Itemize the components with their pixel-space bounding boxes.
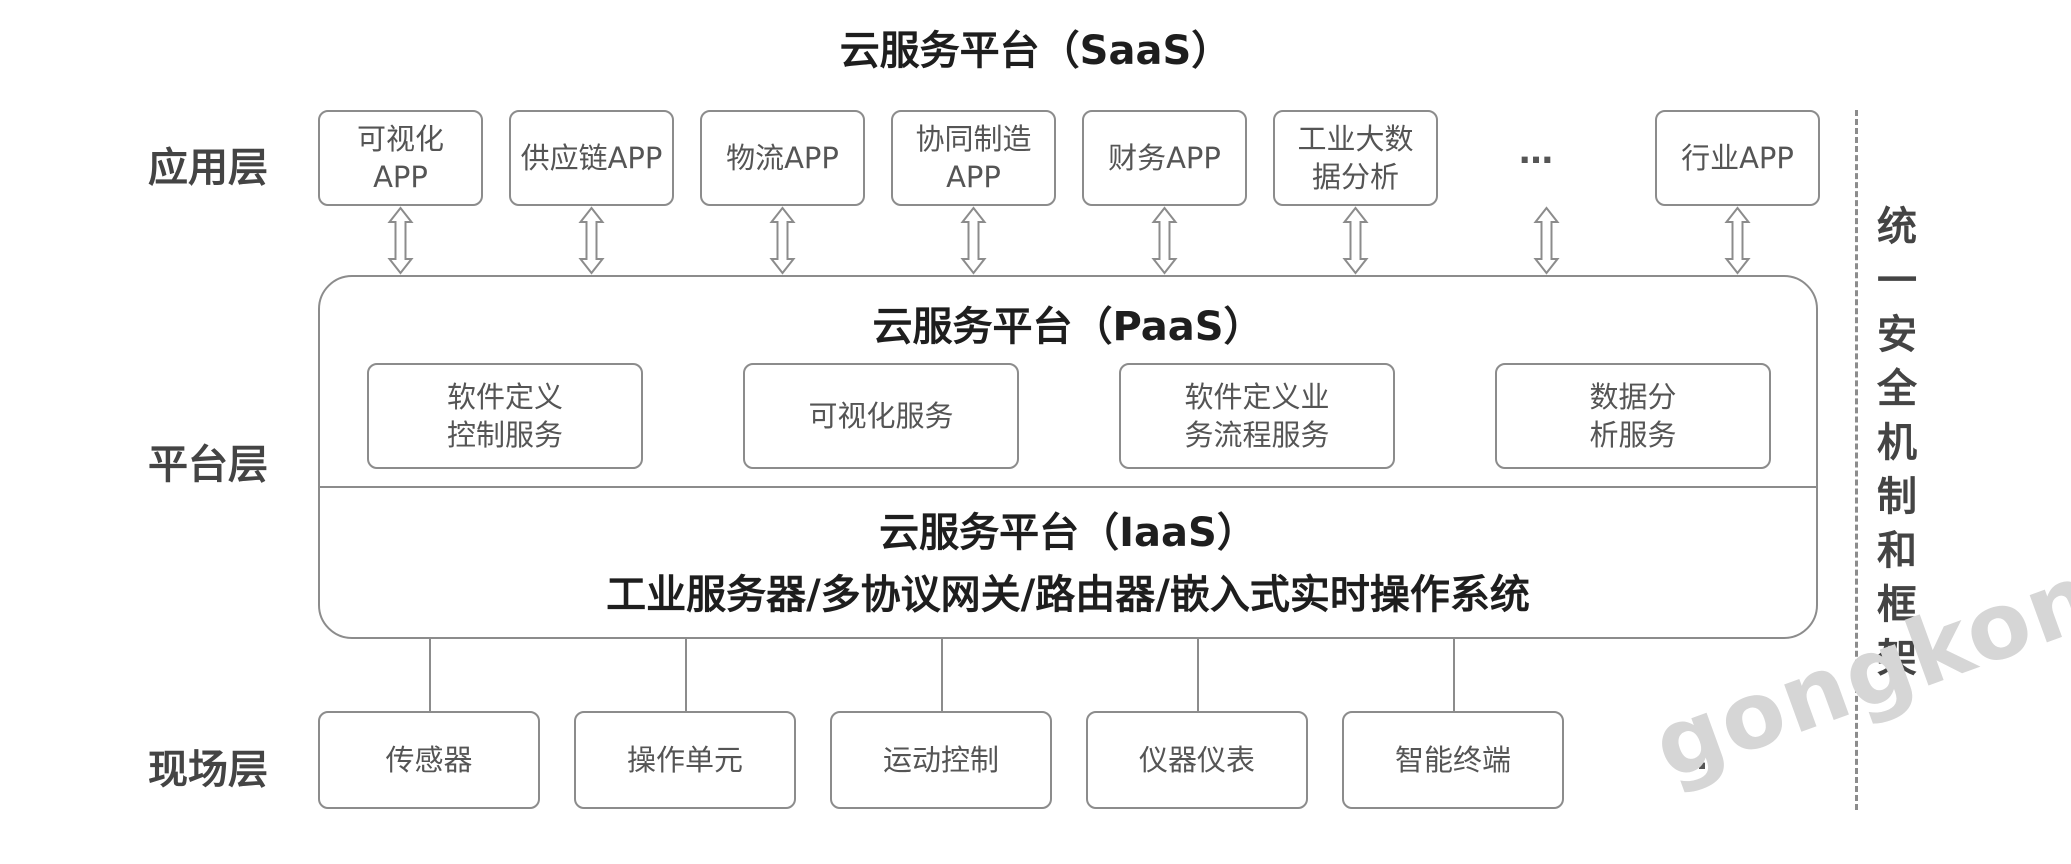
app-box: 工业大数据分析 bbox=[1273, 110, 1438, 206]
paas-service-box-line: 数据分 bbox=[1589, 380, 1677, 414]
field-device-box-label: 操作单元 bbox=[627, 741, 743, 779]
platform-layer-frame bbox=[318, 275, 1818, 639]
layer-label-platform: 平台层 bbox=[148, 442, 268, 488]
paas-service-box-label: 软件定义控制服务 bbox=[447, 378, 563, 454]
paas-service-box-line: 软件定义 bbox=[446, 380, 563, 414]
app-box-line: 财务APP bbox=[1108, 141, 1221, 175]
app-box-line: 协同制造 bbox=[915, 122, 1032, 156]
layer-label-application: 应用层 bbox=[148, 145, 268, 191]
field-device-box-line: 智能终端 bbox=[1394, 743, 1511, 777]
paas-service-box-label: 数据分析服务 bbox=[1589, 378, 1676, 454]
app-box-line: APP bbox=[946, 160, 1001, 194]
connector-line bbox=[429, 639, 431, 711]
app-box-line: 供应链APP bbox=[520, 141, 663, 175]
field-device-box-line: 运动控制 bbox=[882, 743, 999, 777]
app-box: 可视化 APP bbox=[318, 110, 483, 206]
layer-label-field: 现场层 bbox=[148, 747, 268, 793]
field-ellipsis: … bbox=[1685, 738, 1723, 778]
app-ellipsis: … bbox=[1519, 132, 1557, 172]
paas-service-box: 可视化服务 bbox=[743, 363, 1019, 469]
field-device-box: 传感器 bbox=[318, 711, 540, 809]
paas-service-box: 软件定义控制服务 bbox=[367, 363, 643, 469]
field-device-box-line: 传感器 bbox=[385, 743, 473, 777]
paas-service-box-label: 可视化服务 bbox=[808, 397, 953, 435]
app-box: 物流APP bbox=[700, 110, 865, 206]
double-arrow-icon bbox=[1533, 206, 1560, 275]
double-arrow-icon bbox=[578, 206, 605, 275]
double-arrow-icon bbox=[387, 206, 414, 275]
connector-line bbox=[1197, 639, 1199, 711]
app-box-line: 据分析 bbox=[1311, 160, 1399, 194]
connector-line bbox=[1453, 639, 1455, 711]
connector-line bbox=[685, 639, 687, 711]
connector-line bbox=[941, 639, 943, 711]
field-device-box: 仪器仪表 bbox=[1086, 711, 1308, 809]
field-device-box-label: 仪器仪表 bbox=[1139, 741, 1255, 779]
field-device-box: 智能终端 bbox=[1342, 711, 1564, 809]
app-box-line: 物流APP bbox=[726, 141, 839, 175]
field-device-box-label: 传感器 bbox=[385, 741, 472, 779]
side-label-security-framework: 统一安全机制和框架 bbox=[1877, 204, 1917, 682]
app-box-line: APP bbox=[373, 160, 428, 194]
field-device-box: 运动控制 bbox=[830, 711, 1052, 809]
saas-title: 云服务平台（SaaS） bbox=[839, 28, 1232, 74]
app-box-line: 行业APP bbox=[1681, 141, 1794, 175]
iaas-title: 云服务平台（IaaS） bbox=[879, 510, 1257, 556]
paas-title: 云服务平台（PaaS） bbox=[872, 304, 1264, 350]
app-box-label: 协同制造 APP bbox=[915, 120, 1031, 196]
app-box: 行业APP bbox=[1655, 110, 1820, 206]
double-arrow-icon bbox=[769, 206, 796, 275]
app-box-label: 行业APP bbox=[1681, 139, 1794, 177]
app-box: 供应链APP bbox=[509, 110, 674, 206]
double-arrow-icon bbox=[1342, 206, 1369, 275]
app-box-label: 工业大数据分析 bbox=[1297, 120, 1413, 196]
paas-service-box-line: 软件定义业 bbox=[1184, 380, 1330, 414]
paas-service-box: 软件定义业务流程服务 bbox=[1119, 363, 1395, 469]
app-box-label: 供应链APP bbox=[521, 139, 663, 177]
field-device-box-label: 运动控制 bbox=[883, 741, 999, 779]
paas-service-box-line: 可视化服务 bbox=[808, 399, 954, 433]
side-dashed-divider bbox=[1855, 110, 1858, 810]
double-arrow-icon bbox=[960, 206, 987, 275]
paas-service-box-line: 务流程服务 bbox=[1184, 418, 1330, 452]
field-device-box-label: 智能终端 bbox=[1395, 741, 1511, 779]
field-device-box-line: 仪器仪表 bbox=[1138, 743, 1255, 777]
paas-service-box-line: 控制服务 bbox=[446, 418, 563, 452]
paas-iaas-divider bbox=[318, 486, 1818, 488]
iaas-subtitle: 工业服务器/多协议网关/路由器/嵌入式实时操作系统 bbox=[606, 572, 1530, 618]
field-device-box: 操作单元 bbox=[574, 711, 796, 809]
paas-service-box: 数据分析服务 bbox=[1495, 363, 1771, 469]
field-device-box-line: 操作单元 bbox=[626, 743, 743, 777]
app-box: 财务APP bbox=[1082, 110, 1247, 206]
double-arrow-icon bbox=[1724, 206, 1751, 275]
paas-service-box-line: 析服务 bbox=[1589, 418, 1677, 452]
paas-service-box-label: 软件定义业务流程服务 bbox=[1184, 378, 1329, 454]
app-box-line: 可视化 bbox=[356, 122, 444, 156]
app-box-label: 物流APP bbox=[726, 139, 839, 177]
app-box: 协同制造 APP bbox=[891, 110, 1056, 206]
double-arrow-icon bbox=[1151, 206, 1178, 275]
app-box-line: 工业大数 bbox=[1297, 122, 1414, 156]
app-box-label: 可视化 APP bbox=[357, 120, 444, 196]
app-box-label: 财务APP bbox=[1108, 139, 1221, 177]
